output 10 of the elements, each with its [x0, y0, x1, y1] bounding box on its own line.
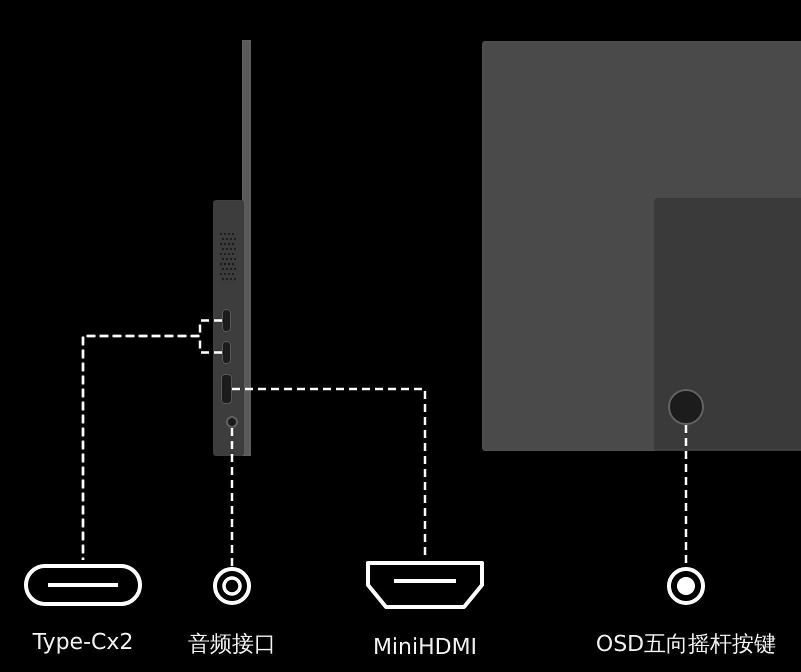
port-label: Type-Cx2	[32, 630, 134, 656]
port-label: MiniHDMI	[372, 635, 478, 661]
usb-c-port	[222, 341, 231, 364]
dashed-leader-line	[232, 388, 426, 557]
dashed-leader-line	[230, 428, 234, 566]
port-label: 音频接口	[187, 632, 277, 658]
dashed-leader-line	[684, 425, 688, 566]
usb-c-port	[222, 309, 231, 332]
port-label: OSD五向摇杆按键	[594, 632, 778, 658]
hdmi-port	[221, 374, 232, 404]
